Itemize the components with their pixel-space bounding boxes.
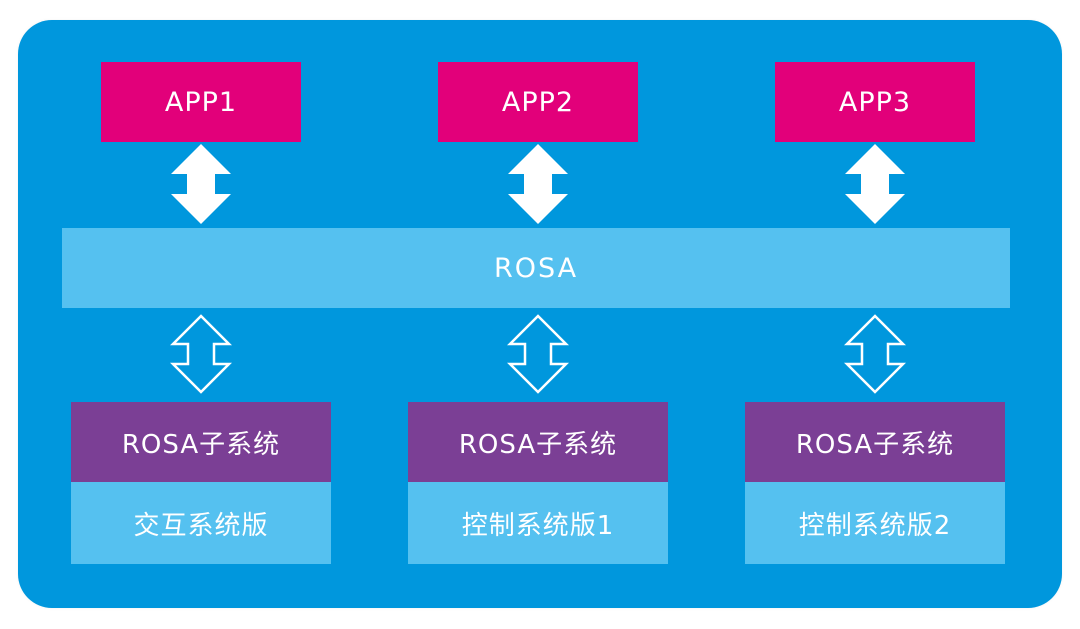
- double-arrow-outline-icon: [507, 314, 569, 394]
- double-arrow-filled-icon: [170, 144, 232, 224]
- subsystem2-variant: 控制系统版1: [461, 510, 615, 541]
- app2-label: APP2: [501, 86, 575, 118]
- subsystem2-title-box: ROSA子系统: [408, 402, 668, 482]
- subsystem3-variant-box: 控制系统版2: [745, 482, 1005, 564]
- subsystem1-title: ROSA子系统: [121, 429, 281, 460]
- double-arrow-filled-icon: [844, 144, 906, 224]
- double-arrow-filled-icon: [507, 144, 569, 224]
- subsystem3-title: ROSA子系统: [795, 429, 955, 460]
- subsystem3-title-box: ROSA子系统: [745, 402, 1005, 482]
- subsystem1-variant-box: 交互系统版: [71, 482, 331, 564]
- subsystem1-title-box: ROSA子系统: [71, 402, 331, 482]
- app3-box: APP3: [775, 62, 975, 142]
- app1-label: APP1: [164, 86, 238, 118]
- double-arrow-outline-icon: [844, 314, 906, 394]
- subsystem1-variant: 交互系统版: [133, 510, 269, 541]
- double-arrow-outline-icon: [170, 314, 232, 394]
- app2-box: APP2: [438, 62, 638, 142]
- subsystem2-title: ROSA子系统: [458, 429, 618, 460]
- app3-label: APP3: [838, 86, 912, 118]
- subsystem3-variant: 控制系统版2: [798, 510, 952, 541]
- rosa-label: ROSA: [493, 252, 579, 284]
- rosa-layer: ROSA: [62, 228, 1010, 308]
- app1-box: APP1: [101, 62, 301, 142]
- subsystem2-variant-box: 控制系统版1: [408, 482, 668, 564]
